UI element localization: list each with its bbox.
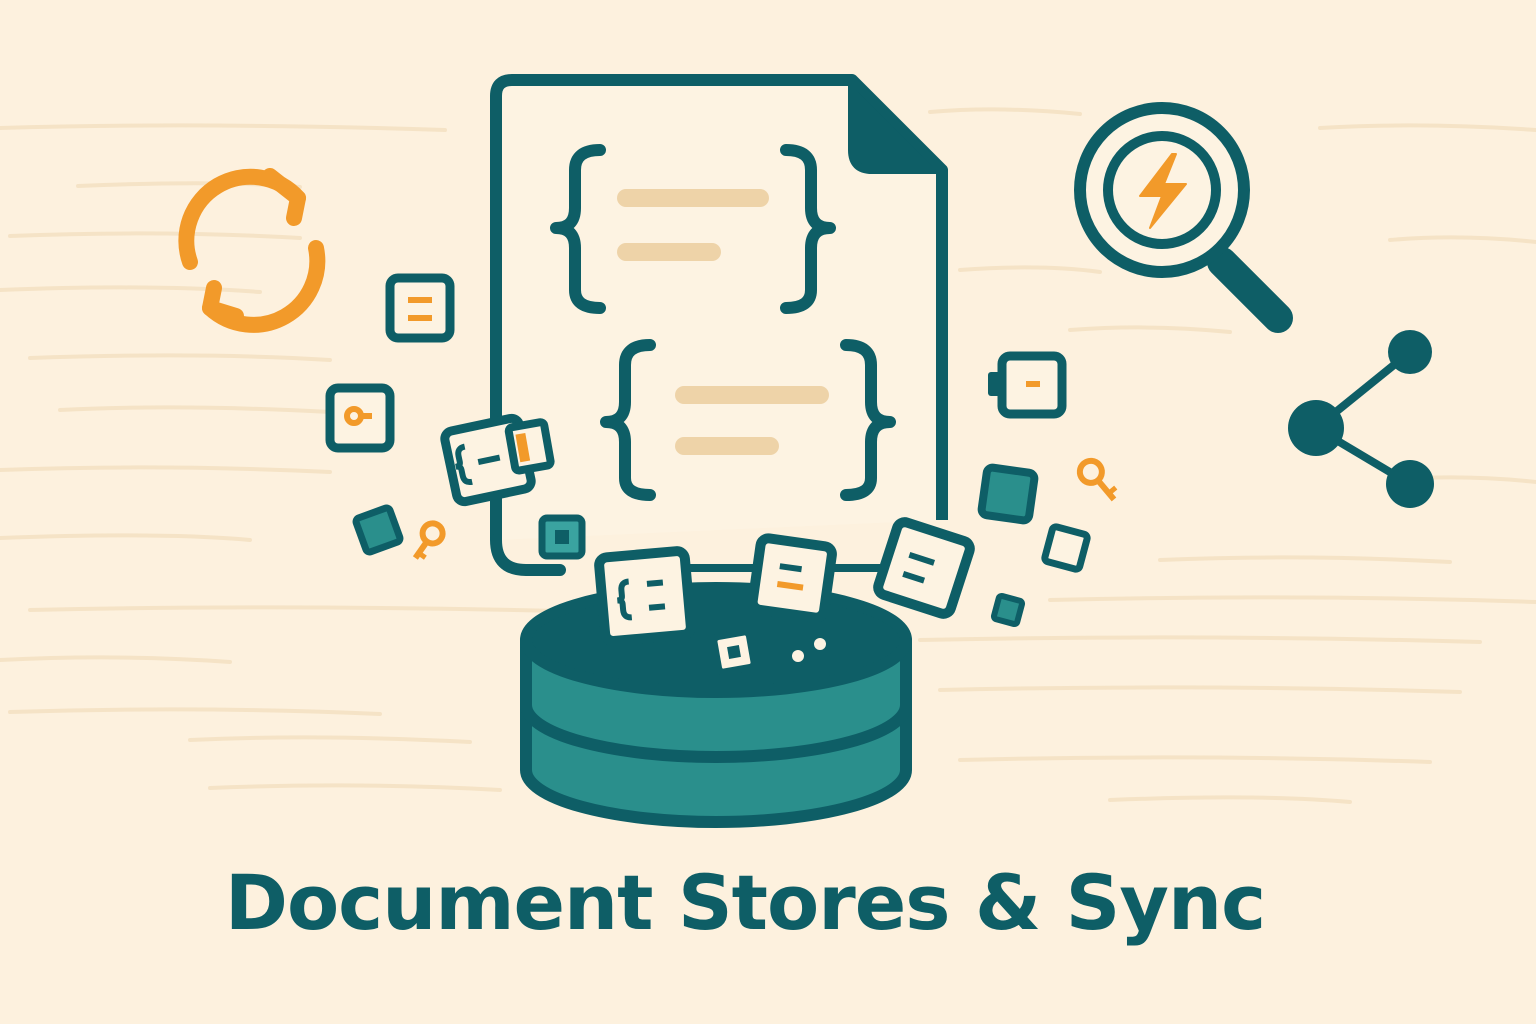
key-icon xyxy=(1076,457,1118,502)
plug-tile-icon xyxy=(988,351,1067,419)
cube-tile-icon xyxy=(990,592,1026,628)
text-tile-icon xyxy=(747,533,837,623)
cube-tile-icon xyxy=(1041,523,1091,573)
cube-tile-icon xyxy=(538,514,586,560)
floating-tiles-right xyxy=(977,351,1118,628)
cube-tile-icon xyxy=(352,504,404,556)
background-lines xyxy=(0,107,1536,804)
text-tile-icon xyxy=(385,273,455,343)
page-title: Document Stores & Sync xyxy=(224,858,1266,947)
sync-arrows-icon xyxy=(178,168,326,333)
key-tile-icon xyxy=(325,383,395,453)
dropping-tiles xyxy=(594,517,975,676)
magnifier-lightning-icon xyxy=(1074,102,1293,333)
json-tile-icon xyxy=(594,546,696,647)
cube-tile-icon xyxy=(977,463,1039,525)
cube-tile-icon xyxy=(710,628,758,676)
database-icon xyxy=(520,582,912,828)
floating-tiles-left xyxy=(325,273,586,560)
text-tile-icon xyxy=(873,517,975,619)
share-network-icon xyxy=(1288,330,1434,508)
key-tab-icon xyxy=(504,418,555,475)
key-icon xyxy=(412,520,446,560)
json-document-icon xyxy=(490,74,948,576)
